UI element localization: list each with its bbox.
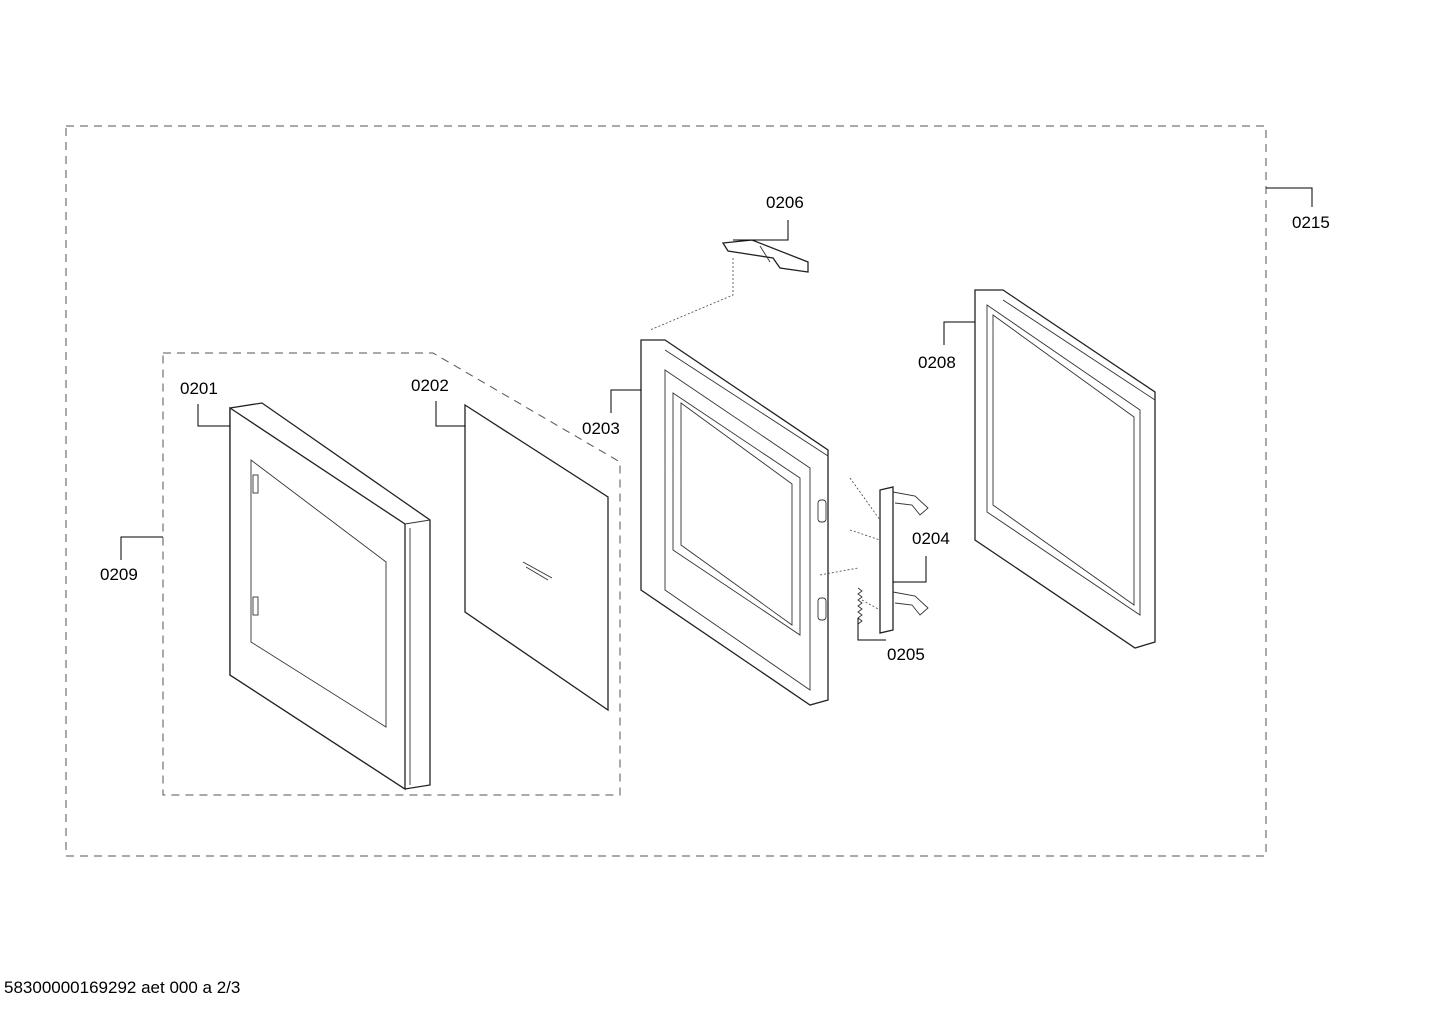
label-0203: 0203 bbox=[582, 419, 620, 438]
document-reference: 58300000169292 aet 000 a 2/3 bbox=[4, 978, 241, 997]
label-0202: 0202 bbox=[411, 376, 449, 395]
part-0204-latch-hook bbox=[879, 486, 929, 634]
label-0215: 0215 bbox=[1292, 213, 1330, 232]
label-0209: 0209 bbox=[100, 565, 138, 584]
label-0204: 0204 bbox=[912, 529, 950, 548]
label-0205: 0205 bbox=[887, 645, 925, 664]
part-0208-inner-panel bbox=[974, 289, 1156, 649]
assembly-boundary-0209 bbox=[162, 352, 621, 796]
part-0203-inner-frame bbox=[640, 339, 829, 706]
leader-lines bbox=[120, 187, 1313, 641]
assembly-guide-lines bbox=[649, 258, 881, 611]
part-0205-spring bbox=[857, 587, 863, 625]
part-0206-hinge-bracket bbox=[721, 239, 809, 273]
part-0201-door-frame bbox=[229, 402, 431, 791]
label-0206: 0206 bbox=[766, 193, 804, 212]
label-0208: 0208 bbox=[918, 353, 956, 372]
part-0202-glass-pane bbox=[464, 403, 609, 712]
label-0201: 0201 bbox=[180, 379, 218, 398]
